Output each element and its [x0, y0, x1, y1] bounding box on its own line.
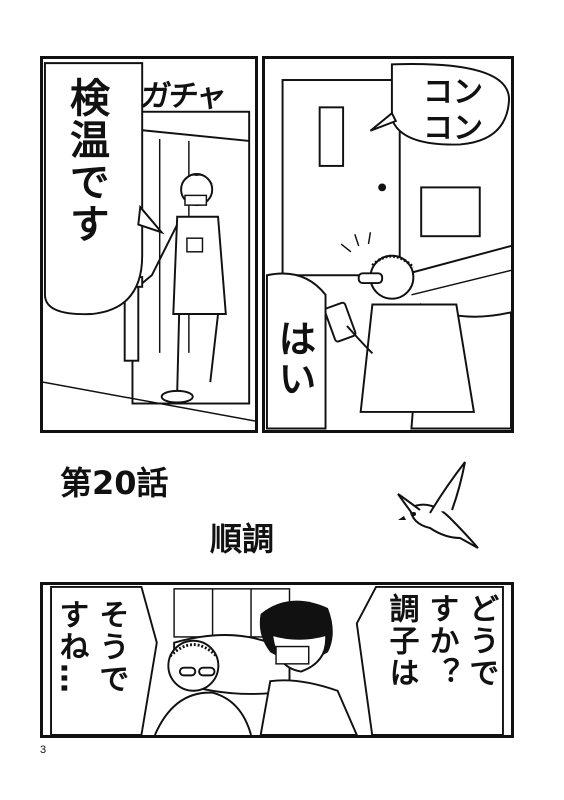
sfx-gacha: ガチャ [138, 79, 227, 114]
speech-right-col2: すか？ [423, 593, 459, 689]
speech-right-col1: どうで [463, 593, 499, 689]
speech-left-col1: そうで [93, 599, 129, 695]
bird-illustration [397, 461, 479, 549]
nurse-illustration [43, 62, 255, 422]
panel-patient-phone: コン コン はい [262, 56, 514, 433]
page-number: 3 [40, 744, 47, 756]
panel-nurse-entering: ガチャ 検温です [40, 56, 258, 433]
speech-bubble-hai: はい [271, 319, 316, 399]
sfx-konkon-line2: コン [423, 111, 483, 146]
chapter-title: 順調 [210, 520, 275, 558]
patient-illustration [265, 63, 511, 430]
panel-conversation: どうで すか？ 調子は そうで すね… [40, 582, 514, 738]
chapter-number: 第20話 [60, 464, 169, 502]
speech-right-col3: 調子は [383, 593, 419, 689]
speech-bubble-kenon: 検温です [63, 77, 109, 245]
sfx-konkon-line1: コン [423, 75, 483, 110]
conversation-illustration [50, 585, 504, 735]
speech-left-col2: すね… [53, 599, 89, 695]
